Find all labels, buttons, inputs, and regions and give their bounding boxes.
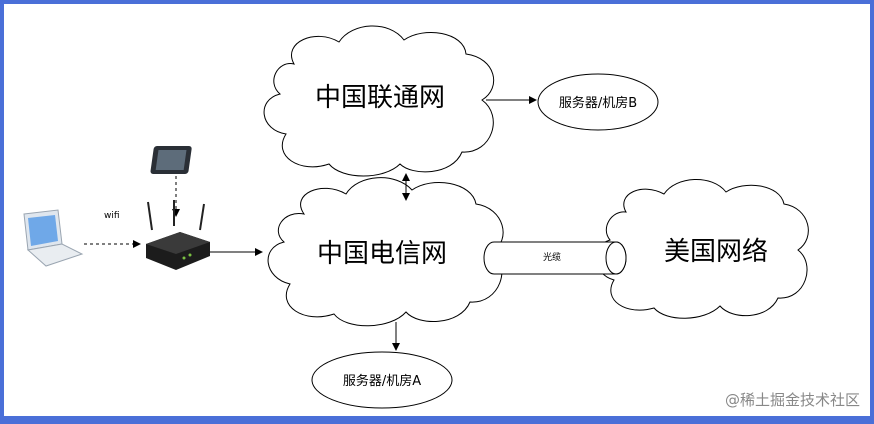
cable-label: 光缆	[543, 251, 561, 263]
laptop-icon	[23, 209, 84, 267]
diagram-svg: 中国联通网 中国电信网 美国网络 光缆 服务器/机房B 服务器/机房A wifi	[23, 25, 809, 409]
cloud-unicom-label: 中国联通网	[315, 83, 445, 113]
watermark: @稀土掘金技术社区	[724, 391, 860, 409]
tablet-icon	[150, 146, 192, 174]
cloud-telecom-label: 中国电信网	[317, 239, 447, 269]
diagram-canvas: 中国联通网 中国电信网 美国网络 光缆 服务器/机房B 服务器/机房A wifi	[4, 4, 870, 416]
router-icon	[146, 200, 210, 270]
cloud-telecom	[267, 177, 504, 327]
cloud-unicom	[263, 25, 495, 177]
cloud-usa-label: 美国网络	[664, 237, 768, 267]
cloud-usa	[595, 179, 809, 319]
server-a-oval	[311, 351, 453, 409]
server-a-label: 服务器/机房A	[343, 373, 421, 389]
server-b-oval	[537, 73, 659, 131]
server-b-label: 服务器/机房B	[559, 95, 637, 111]
wifi-label: wifi	[104, 211, 120, 221]
cable-cylinder	[483, 241, 627, 275]
